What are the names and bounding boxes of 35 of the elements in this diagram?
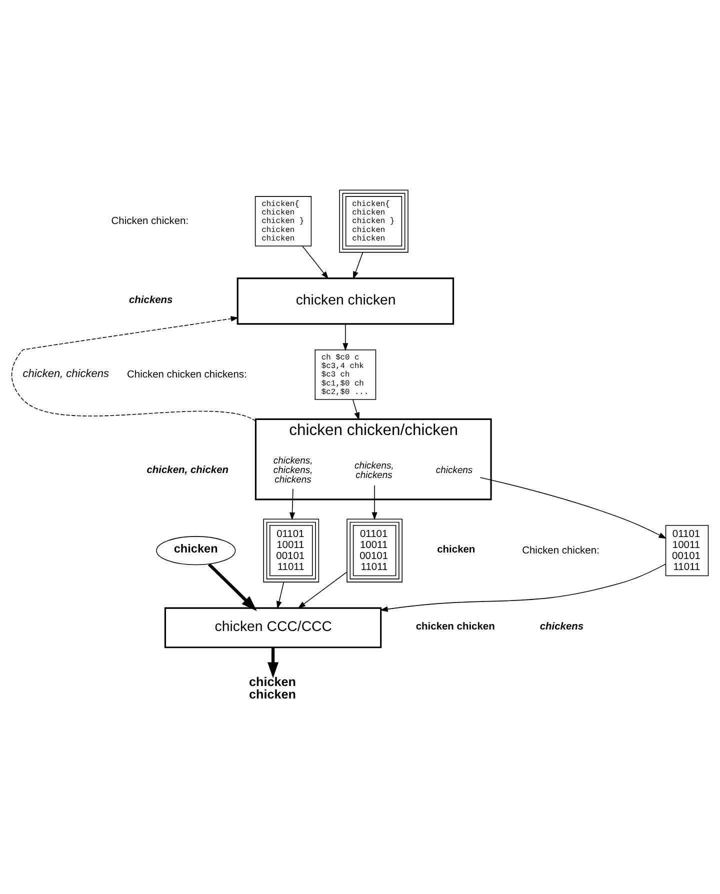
node-text: chicken chicken bbox=[249, 674, 296, 701]
node-box: 01101 10011 00101 11011 bbox=[263, 518, 320, 582]
node-box: chicken CCC/CCC bbox=[164, 606, 382, 648]
arrow bbox=[352, 398, 360, 420]
label: chickens bbox=[129, 294, 173, 306]
node-ellipse: chicken bbox=[156, 536, 236, 565]
node-text: chickens, chickens bbox=[354, 460, 394, 480]
arrow bbox=[208, 562, 257, 611]
label: chicken, chicken bbox=[146, 464, 229, 476]
arrow bbox=[342, 323, 348, 350]
node-box: 01101 10011 00101 11011 bbox=[346, 518, 402, 582]
label: chickens bbox=[540, 621, 584, 632]
arrow bbox=[302, 245, 329, 279]
node-box: ch $c0 c $c3,4 chk $c3 ch $c1,$0 ch $c2,$0 ... bbox=[314, 349, 376, 400]
arrow bbox=[372, 484, 378, 520]
label: Chicken chicken: bbox=[522, 544, 600, 556]
label: Chicken chicken chickens: bbox=[127, 368, 247, 380]
arrow bbox=[290, 488, 296, 520]
node-text: chickens bbox=[436, 464, 473, 476]
arrow bbox=[380, 563, 666, 612]
label: Chicken chicken: bbox=[111, 215, 189, 226]
label: chicken chicken bbox=[416, 621, 495, 632]
arrow bbox=[11, 316, 256, 421]
arrow bbox=[298, 571, 348, 608]
arrow bbox=[276, 581, 284, 609]
node-box: 01101 10011 00101 11011 bbox=[665, 524, 709, 576]
node-box: chicken{ chicken chicken } chicken chicken bbox=[254, 196, 312, 246]
node-text: chickens, chickens, chickens bbox=[273, 455, 313, 486]
label: chicken bbox=[437, 544, 476, 555]
arrow bbox=[268, 646, 279, 678]
arrow bbox=[353, 252, 364, 279]
node-box: chicken chicken bbox=[236, 277, 454, 324]
edge-label: chicken, chickens bbox=[22, 367, 109, 380]
arrow bbox=[480, 476, 667, 538]
node-box: chicken{ chicken chicken } chicken chicken bbox=[339, 189, 408, 252]
